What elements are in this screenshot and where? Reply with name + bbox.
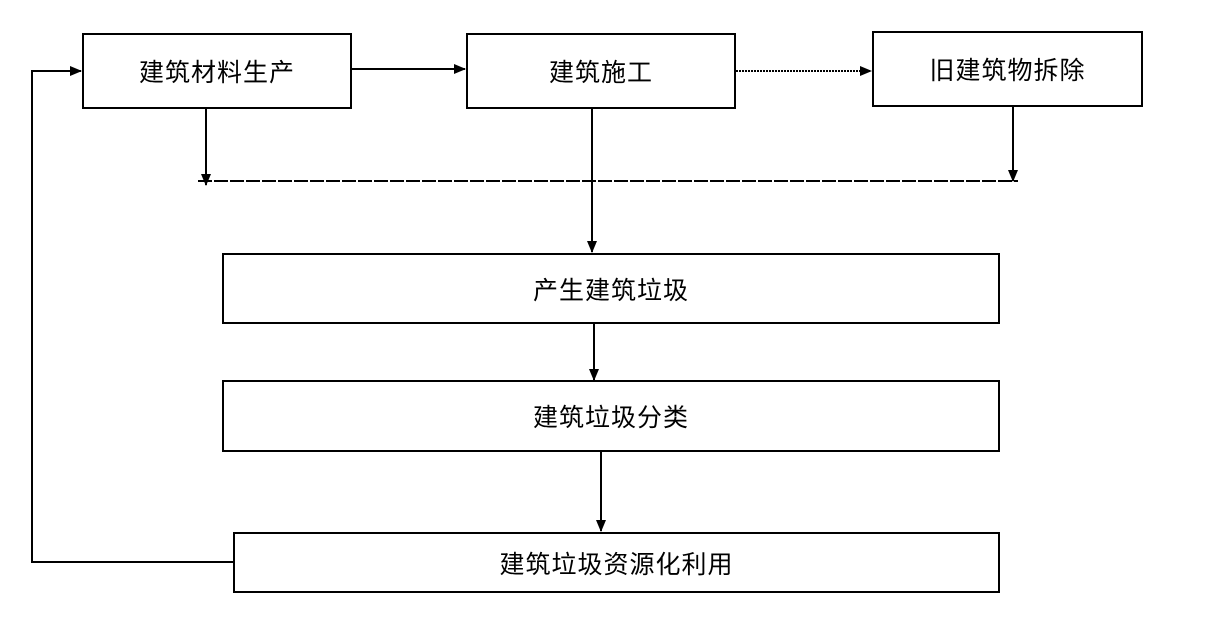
node-demolition: 旧建筑物拆除 bbox=[872, 31, 1143, 107]
arrow-reuse-to-material-feedback bbox=[31, 66, 233, 563]
node-waste-classification: 建筑垃圾分类 bbox=[222, 380, 1000, 452]
node-material-production: 建筑材料生产 bbox=[82, 33, 352, 109]
node-label: 建筑垃圾资源化利用 bbox=[499, 549, 734, 579]
node-label: 建筑垃圾分类 bbox=[532, 403, 689, 432]
node-waste-generation: 产生建筑垃圾 bbox=[222, 253, 1000, 324]
node-label: 建筑施工 bbox=[548, 58, 653, 87]
node-label: 产生建筑垃圾 bbox=[532, 275, 689, 305]
node-label: 建筑材料生产 bbox=[138, 58, 295, 87]
node-waste-reuse: 建筑垃圾资源化利用 bbox=[233, 532, 1000, 593]
node-construction: 建筑施工 bbox=[466, 33, 736, 109]
node-label: 旧建筑物拆除 bbox=[929, 56, 1086, 85]
